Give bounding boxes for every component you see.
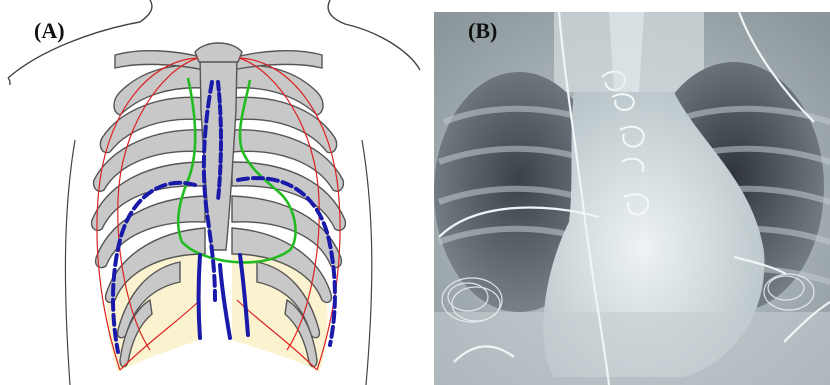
panel-a-diagram: [0, 0, 430, 385]
xray-trachea: [609, 12, 644, 92]
manubrium: [195, 43, 242, 62]
xray-image: [434, 12, 830, 385]
panel-label-b: (B): [468, 18, 497, 44]
body-side-left: [65, 140, 75, 385]
thorax-diagram-svg: [0, 0, 430, 385]
panel-label-a: (A): [34, 18, 65, 44]
xray-lower-field: [434, 312, 830, 385]
panel-b-xray: [434, 12, 830, 385]
body-side-right: [362, 140, 372, 385]
